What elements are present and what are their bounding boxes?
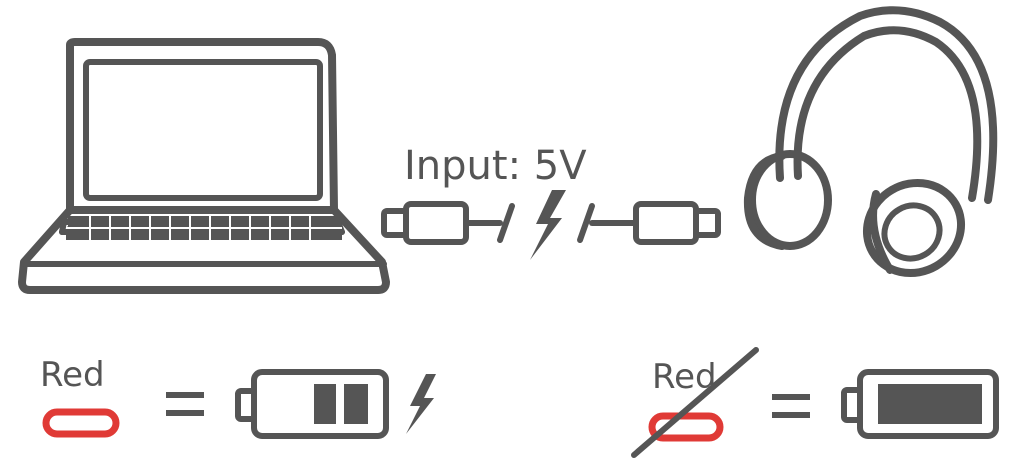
battery-partial-icon xyxy=(235,369,389,439)
lightning-icon xyxy=(530,190,566,260)
red-led-indicator xyxy=(42,408,120,438)
battery-full-icon xyxy=(841,369,999,439)
equals-sign-icon xyxy=(166,392,204,416)
laptop-icon xyxy=(18,38,390,294)
led-label: Red xyxy=(652,357,717,397)
strike-through-line xyxy=(631,347,759,458)
usb-cable-icon xyxy=(381,201,721,245)
lightning-icon xyxy=(406,374,436,434)
headphones-icon xyxy=(743,6,998,278)
equals-sign-icon xyxy=(772,394,810,418)
led-label: Red xyxy=(40,355,105,395)
input-voltage-label: Input: 5V xyxy=(404,143,587,189)
keyboard-keys xyxy=(66,216,342,240)
red-led-indicator-off xyxy=(648,412,724,442)
